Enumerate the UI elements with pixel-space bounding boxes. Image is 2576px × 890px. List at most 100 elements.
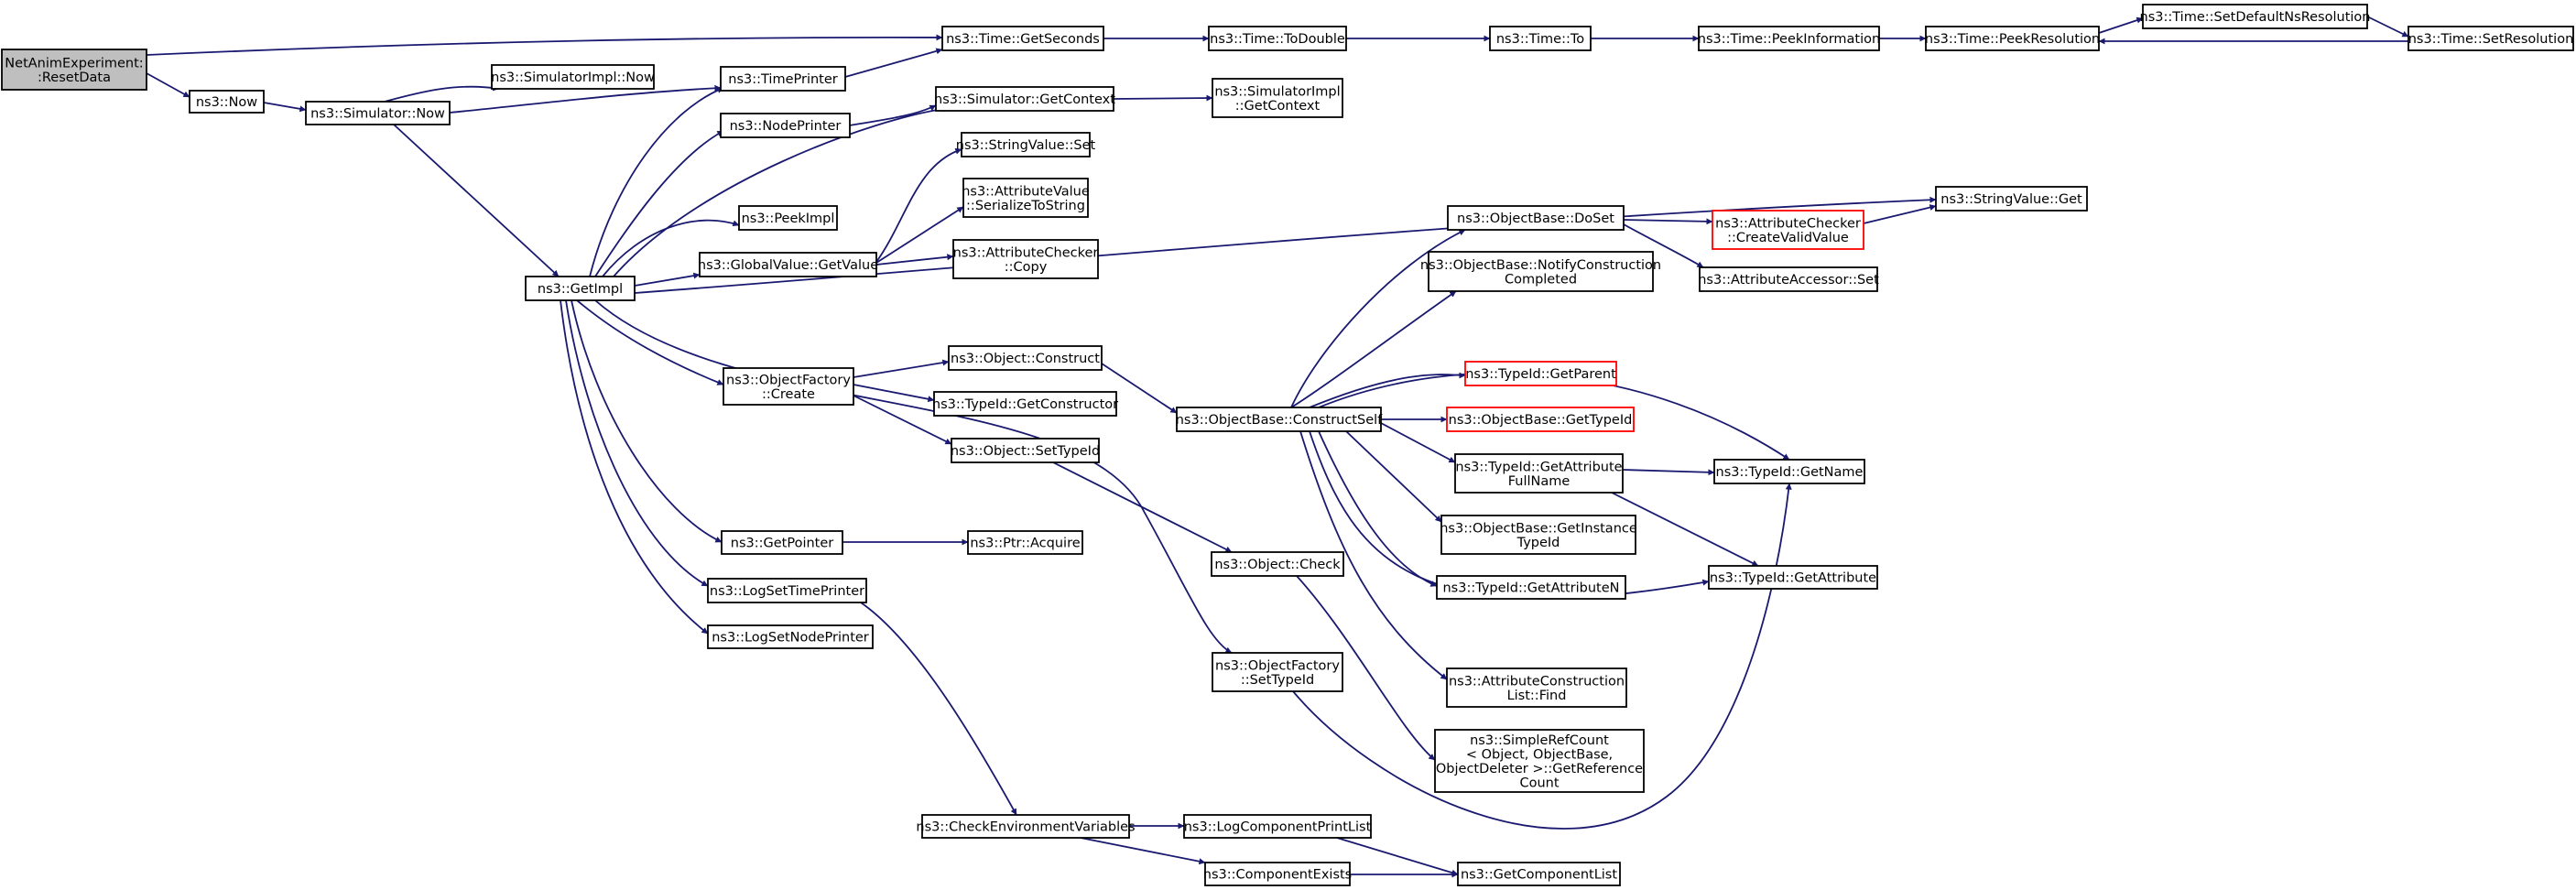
node-todouble[interactable]: ns3::Time::ToDouble	[1208, 26, 1347, 51]
node-attrserialize[interactable]: ns3::AttributeValue::SerializeToString	[962, 178, 1090, 218]
node-strvalset[interactable]: ns3::StringValue::Set	[956, 132, 1096, 157]
node-compexists[interactable]: ns3::ComponentExists	[1203, 862, 1353, 886]
node-label: ns3::Simulator::GetContext	[934, 92, 1115, 107]
node-label: ns3::Object::Check	[1214, 558, 1341, 572]
node-box	[491, 64, 655, 90]
node-ptracquire[interactable]: ns3::Ptr::Acquire	[967, 530, 1083, 555]
node-box	[1925, 26, 2100, 51]
call-edge	[576, 299, 724, 385]
node-simimplgetctx[interactable]: ns3::SimulatorImpl::GetContext	[1212, 78, 1343, 118]
node-doset[interactable]: ns3::ObjectBase::DoSet	[1447, 205, 1625, 231]
call-edge	[853, 359, 950, 378]
node-box	[1212, 652, 1343, 692]
node-label: ns3::LogSetTimePrinter	[710, 584, 864, 599]
node-box	[738, 205, 838, 231]
node-getseconds[interactable]: ns3::Time::GetSeconds	[941, 26, 1104, 51]
call-edge	[1622, 469, 1715, 476]
node-timeto[interactable]: ns3::Time::To	[1489, 26, 1592, 51]
node-tidgetparent[interactable]: ns3::TypeId::GetParent	[1464, 361, 1617, 386]
node-constructself[interactable]: ns3::ObjectBase::ConstructSelf	[1176, 407, 1383, 432]
call-edge	[853, 384, 935, 403]
node-label: ns3::Time::PeekInformation	[1698, 32, 1880, 47]
node-getimpl[interactable]: ns3::GetImpl	[525, 276, 636, 301]
node-gvgetvalue[interactable]: ns3::GlobalValue::GetValue	[698, 252, 878, 277]
node-setdefres[interactable]: ns3::Time::SetDefaultNsResolution	[2140, 4, 2371, 29]
node-simplerefcount[interactable]: ns3::SimpleRefCount< Object, ObjectBase,…	[1434, 729, 1645, 793]
node-objcheck[interactable]: ns3::Object::Check	[1211, 551, 1344, 577]
node-box	[1176, 407, 1382, 432]
node-label: ns3::TypeId::GetParent	[1465, 367, 1616, 382]
node-box	[707, 624, 874, 649]
node-box	[935, 86, 1114, 112]
node-label: ns3::TypeId::GetAttribute	[1455, 460, 1622, 474]
call-edge	[1380, 422, 1456, 463]
node-attrcheckcopy[interactable]: ns3::AttributeChecker::Copy	[952, 239, 1099, 279]
node-objconstruct[interactable]: ns3::Object::Construct	[948, 345, 1103, 371]
call-edge	[875, 254, 954, 266]
node-objfactcreate[interactable]: ns3::ObjectFactory::Create	[723, 367, 854, 406]
node-tidgetname[interactable]: ns3::TypeId::GetName	[1713, 459, 1865, 484]
node-label: ns3::Time::GetSeconds	[946, 32, 1100, 47]
call-edge	[2098, 16, 2144, 34]
call-edge	[1292, 483, 1792, 830]
node-peekinfo[interactable]: ns3::Time::PeekInformation	[1698, 26, 1880, 51]
node-peekimpl[interactable]: ns3::PeekImpl	[738, 205, 838, 231]
node-box	[1208, 26, 1347, 51]
node-logsettime[interactable]: ns3::LogSetTimePrinter	[707, 578, 867, 603]
node-nodeprinter[interactable]: ns3::NodePrinter	[720, 113, 851, 138]
node-label: < Object, ObjectBase,	[1466, 747, 1613, 762]
node-box	[1698, 26, 1880, 51]
node-box	[1713, 459, 1865, 484]
node-attrcheckcreate[interactable]: ns3::AttributeChecker::CreateValidValue	[1712, 210, 1864, 250]
call-edge	[853, 395, 952, 445]
node-box	[1183, 814, 1372, 839]
node-getpointer[interactable]: ns3::GetPointer	[721, 530, 843, 555]
node-tidgetattrn[interactable]: ns3::TypeId::GetAttributeN	[1436, 575, 1626, 600]
node-obgettypeid[interactable]: ns3::ObjectBase::GetTypeId	[1446, 407, 1635, 432]
node-label: TypeId	[1516, 536, 1560, 550]
node-logsetnode[interactable]: ns3::LogSetNodePrinter	[707, 624, 874, 649]
node-box	[2408, 26, 2574, 51]
node-label: ns3::Time::PeekResolution	[1925, 32, 2100, 47]
node-box	[1699, 266, 1878, 292]
node-attraccset[interactable]: ns3::AttributeAccessor::Set	[1698, 266, 1879, 292]
call-edge	[263, 102, 307, 113]
node-timeprinter[interactable]: ns3::TimePrinter	[720, 66, 846, 92]
node-label: ns3::StringValue::Set	[956, 138, 1096, 153]
node-label: ns3::TypeId::GetName	[1716, 465, 1864, 480]
node-notifyconstr[interactable]: ns3::ObjectBase::NotifyConstructionCompl…	[1420, 251, 1661, 292]
node-box	[948, 345, 1103, 371]
node-strvalget[interactable]: ns3::StringValue::Get	[1935, 186, 2088, 212]
node-typeidgetctor[interactable]: ns3::TypeId::GetConstructor	[932, 391, 1118, 417]
node-label: ::GetContext	[1235, 99, 1321, 114]
call-edge	[393, 124, 560, 277]
node-peekres[interactable]: ns3::Time::PeekResolution	[1925, 26, 2100, 51]
call-edge	[1290, 290, 1457, 408]
node-label: ns3::TimePrinter	[728, 72, 838, 87]
node-simimplnow[interactable]: ns3::SimulatorImpl::Now	[491, 64, 655, 90]
node-box	[1712, 210, 1864, 250]
node-objfactsettypeid[interactable]: ns3::ObjectFactory::SetTypeId	[1212, 652, 1343, 692]
node-label: ns3::ComponentExists	[1203, 868, 1353, 883]
node-simgetctx[interactable]: ns3::Simulator::GetContext	[934, 86, 1115, 112]
node-box	[1, 49, 147, 91]
node-logcompprint[interactable]: ns3::LogComponentPrintList	[1183, 814, 1372, 839]
node-simnow[interactable]: ns3::Simulator::Now	[305, 101, 451, 125]
call-edge	[146, 72, 190, 98]
node-label: ::Copy	[1005, 260, 1048, 275]
node-label: NetAnimExperiment:	[5, 56, 143, 71]
node-objsettypeid[interactable]: ns3::Object::SetTypeId	[951, 438, 1100, 463]
node-box	[707, 578, 867, 603]
node-checkenv[interactable]: ns3::CheckEnvironmentVariables	[916, 814, 1136, 839]
node-setres[interactable]: ns3::Time::SetResolution	[2408, 26, 2574, 51]
node-label: ns3::ObjectFactory	[726, 373, 851, 387]
node-label: ObjectDeleter >::GetReference	[1436, 762, 1643, 776]
node-tidgetattr[interactable]: ns3::TypeId::GetAttribute	[1708, 565, 1878, 590]
node-reset[interactable]: NetAnimExperiment::ResetData	[1, 49, 147, 91]
node-now[interactable]: ns3::Now	[189, 90, 265, 114]
node-box	[2142, 4, 2368, 29]
node-getcomplist[interactable]: ns3::GetComponentList	[1457, 862, 1621, 886]
